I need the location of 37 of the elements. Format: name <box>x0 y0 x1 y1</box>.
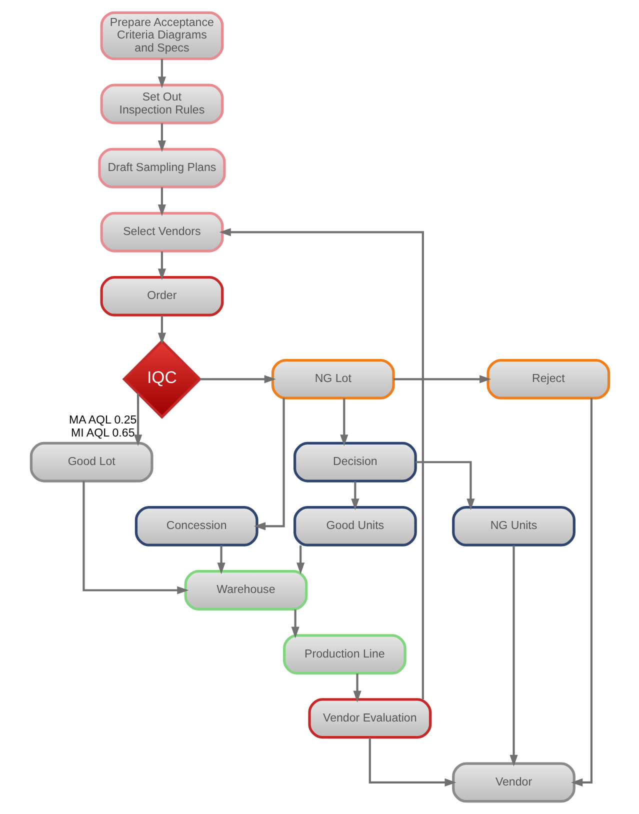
arrow <box>157 58 166 88</box>
node-box: Set Out Inspection Rules <box>100 84 224 124</box>
arrow <box>368 738 456 786</box>
node-box: Decision <box>292 442 416 482</box>
arrow <box>157 251 166 280</box>
node-box: Vendor <box>452 762 575 803</box>
arrow <box>350 481 359 510</box>
arrow <box>199 375 276 384</box>
arrow <box>340 398 348 446</box>
arrow <box>253 398 284 530</box>
node-box: NG Lot <box>270 358 394 400</box>
node-box: Good Lot <box>29 442 153 482</box>
arrow <box>509 545 518 766</box>
node-box: NG Units <box>452 506 575 546</box>
node-box: Production Line <box>282 634 406 675</box>
arrow <box>157 315 166 344</box>
node-box: Good Units <box>292 506 416 546</box>
arrow <box>393 375 491 384</box>
arrow <box>157 187 166 216</box>
arrow <box>216 545 225 574</box>
arrow <box>415 461 474 510</box>
arrow <box>218 228 424 700</box>
node-box: Reject <box>486 358 610 400</box>
arrow <box>352 674 361 702</box>
node-box: Concession <box>134 506 258 546</box>
node-box: Order <box>100 276 224 316</box>
node-box: Draft Sampling Plans <box>98 148 226 188</box>
node-box: Warehouse <box>184 570 308 610</box>
arrow <box>290 609 299 638</box>
arrow <box>570 398 592 786</box>
node-box: Select Vendors <box>100 212 224 252</box>
node-box: Vendor Evaluation <box>308 698 432 739</box>
arrow <box>296 545 304 574</box>
node-box: Prepare Acceptance Criteria Diagrams and Specs <box>100 11 224 60</box>
arrow <box>157 123 166 152</box>
arrow <box>134 393 142 446</box>
arrow <box>82 481 188 594</box>
